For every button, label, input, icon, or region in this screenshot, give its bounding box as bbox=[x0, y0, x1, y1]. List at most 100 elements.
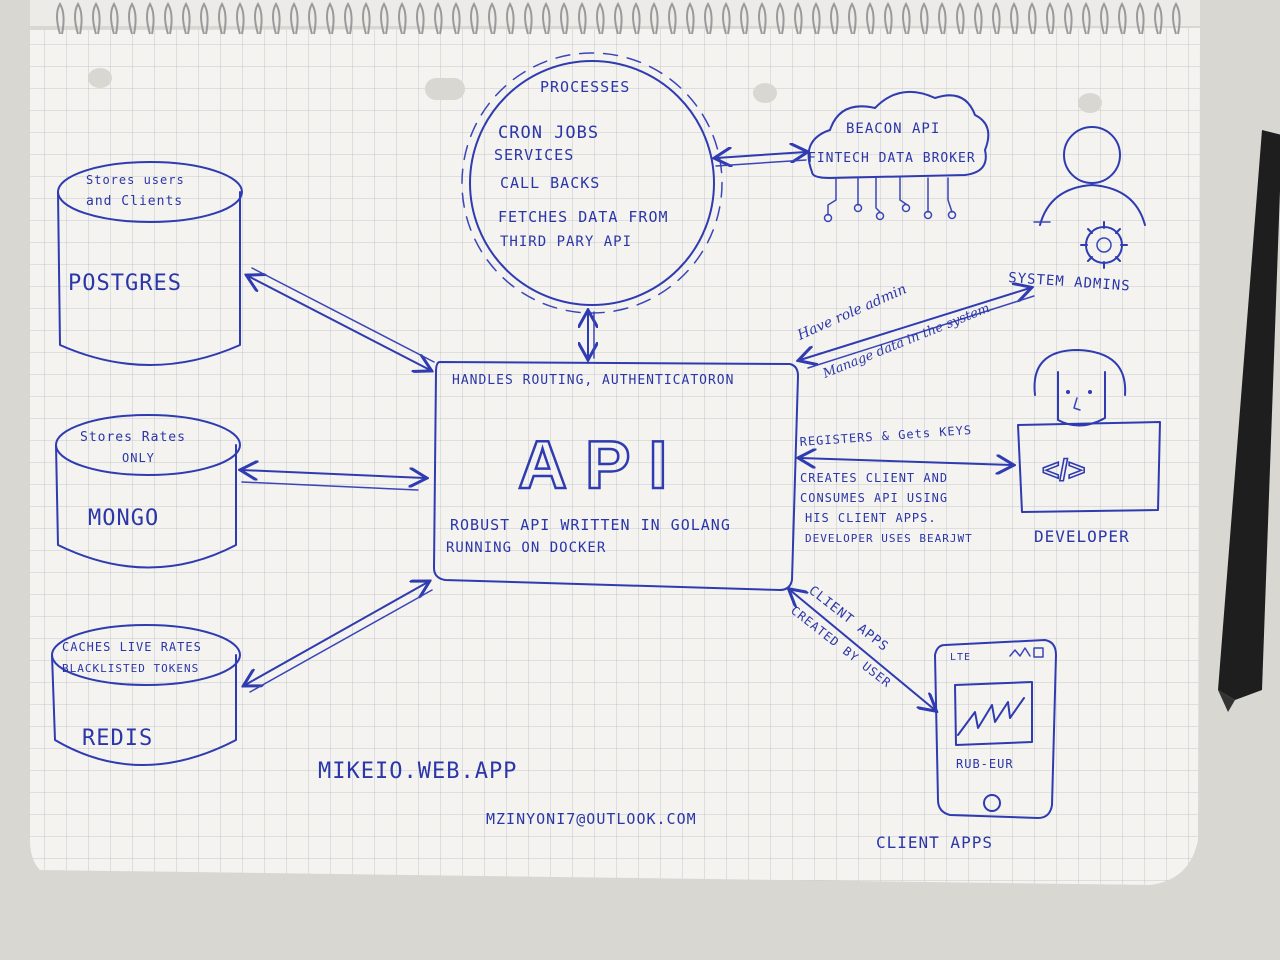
spiral-coil bbox=[1100, 2, 1109, 35]
spiral-coil bbox=[254, 2, 263, 35]
edge-admins-api bbox=[800, 288, 1030, 360]
spiral-coil bbox=[146, 2, 155, 35]
spiral-coil bbox=[326, 2, 335, 35]
processes-node: PROCESSES CRON JOBS SERVICES CALL BACKS … bbox=[461, 52, 723, 314]
pen-icon bbox=[1218, 130, 1280, 712]
api-top-note: HANDLES ROUTING, AUTHENTICATORON bbox=[452, 373, 734, 388]
spiral-coil bbox=[1136, 2, 1145, 35]
spiral-coil bbox=[398, 2, 407, 35]
spiral-coil bbox=[884, 2, 893, 35]
spiral-coil bbox=[632, 2, 641, 35]
spiral-coil bbox=[524, 2, 533, 35]
spiral-coil bbox=[272, 2, 281, 35]
redis-label: REDIS bbox=[82, 726, 153, 751]
spiral-coil bbox=[776, 2, 785, 35]
spiral-coil bbox=[722, 2, 731, 35]
edge-developer-label: HIS CLIENT APPS. bbox=[805, 511, 937, 525]
gear-icon bbox=[1080, 221, 1128, 269]
processes-item: SERVICES bbox=[494, 146, 574, 164]
edge-developer-label: DEVELOPER USES BEARJWT bbox=[805, 532, 973, 545]
spiral-coil bbox=[848, 2, 857, 35]
spiral-coil bbox=[1154, 2, 1163, 35]
edge-mongo-api bbox=[242, 470, 425, 478]
phone-pair: RUB-EUR bbox=[956, 757, 1014, 771]
spiral-coil bbox=[686, 2, 695, 35]
spiral-coil bbox=[218, 2, 227, 35]
api-description: RUNNING ON DOCKER bbox=[446, 540, 606, 556]
phone-carrier: LTE bbox=[950, 652, 971, 663]
spiral-coil bbox=[938, 2, 947, 35]
punch-hole bbox=[425, 78, 465, 100]
spiral-coil bbox=[182, 2, 191, 35]
edge-postgres-api bbox=[248, 276, 430, 370]
spiral-coil bbox=[596, 2, 605, 35]
spiral-coil bbox=[200, 2, 209, 35]
spiral-coil bbox=[560, 2, 569, 35]
spiral-coil bbox=[902, 2, 911, 35]
redis-note: BLACKLISTED TOKENS bbox=[62, 662, 199, 675]
developer-label: DEVELOPER bbox=[1034, 527, 1130, 546]
spiral-coil bbox=[740, 2, 749, 35]
spiral-coil bbox=[866, 2, 875, 35]
footer-email: MZINYONI7@OUTLOOK.COM bbox=[486, 810, 697, 828]
postgres-label: POSTGRES bbox=[68, 271, 182, 296]
spiral-coil bbox=[488, 2, 497, 35]
mongo-note: ONLY bbox=[122, 451, 155, 465]
beacon-title: BEACON API bbox=[846, 121, 940, 137]
spiral-coil bbox=[668, 2, 677, 35]
spiral-coil bbox=[542, 2, 551, 35]
punch-hole bbox=[753, 83, 777, 103]
redis-note: CACHES LIVE RATES bbox=[62, 640, 202, 654]
mongo-node: Stores Rates ONLY MONGO bbox=[55, 414, 241, 569]
spiral-coil bbox=[380, 2, 389, 35]
spiral-coil bbox=[290, 2, 299, 35]
processes-item: CALL BACKS bbox=[500, 174, 600, 192]
spiral-coil bbox=[416, 2, 425, 35]
phone-screen bbox=[954, 681, 1033, 746]
api-node: HANDLES ROUTING, AUTHENTICATORON API ROB… bbox=[433, 361, 799, 591]
mongo-note: Stores Rates bbox=[80, 430, 186, 445]
processes-item: THIRD PARY API bbox=[500, 234, 632, 250]
spiral-coil bbox=[704, 2, 713, 35]
cloud-icon bbox=[807, 91, 990, 179]
api-description: ROBUST API WRITTEN IN GOLANG bbox=[450, 516, 731, 534]
spiral-coil bbox=[164, 2, 173, 35]
rate-chart-icon bbox=[957, 697, 1025, 736]
spiral-coil bbox=[506, 2, 515, 35]
spiral-coil bbox=[830, 2, 839, 35]
edge-processes-beacon bbox=[716, 152, 806, 158]
footer-site: MIKEIO.WEB.APP bbox=[318, 759, 517, 784]
code-icon: </> bbox=[1042, 454, 1085, 487]
spiral-coil bbox=[452, 2, 461, 35]
spiral-coil bbox=[992, 2, 1001, 35]
spiral-coil bbox=[56, 2, 65, 35]
spiral-coil bbox=[434, 2, 443, 35]
beacon-subtitle: FINTECH DATA BROKER bbox=[808, 151, 976, 166]
spiral-coil bbox=[974, 2, 983, 35]
spiral-coil bbox=[1118, 2, 1127, 35]
processes-item: CRON JOBS bbox=[498, 123, 599, 143]
edge-developer-label: CONSUMES API USING bbox=[800, 491, 948, 505]
spiral-coil bbox=[758, 2, 767, 35]
api-label: API bbox=[518, 427, 685, 503]
signal-icon bbox=[1009, 647, 1031, 657]
edge-developer-api bbox=[800, 458, 1012, 465]
postgres-note: Stores users bbox=[86, 173, 185, 187]
battery-icon bbox=[1033, 647, 1044, 658]
spiral-coil bbox=[650, 2, 659, 35]
spiral-coil bbox=[920, 2, 929, 35]
edge-redis-api bbox=[245, 582, 428, 685]
processes-title: PROCESSES bbox=[540, 78, 630, 96]
punch-hole bbox=[1078, 93, 1102, 113]
postgres-node: Stores users and Clients POSTGRES bbox=[57, 161, 243, 366]
spiral-coil bbox=[344, 2, 353, 35]
spiral-coil bbox=[614, 2, 623, 35]
spiral-coil bbox=[128, 2, 137, 35]
spiral-coil bbox=[1172, 2, 1181, 35]
spiral-coil bbox=[1046, 2, 1055, 35]
spiral-coil bbox=[1010, 2, 1019, 35]
spiral-coil bbox=[1028, 2, 1037, 35]
processes-item: FETCHES DATA FROM bbox=[498, 208, 669, 226]
